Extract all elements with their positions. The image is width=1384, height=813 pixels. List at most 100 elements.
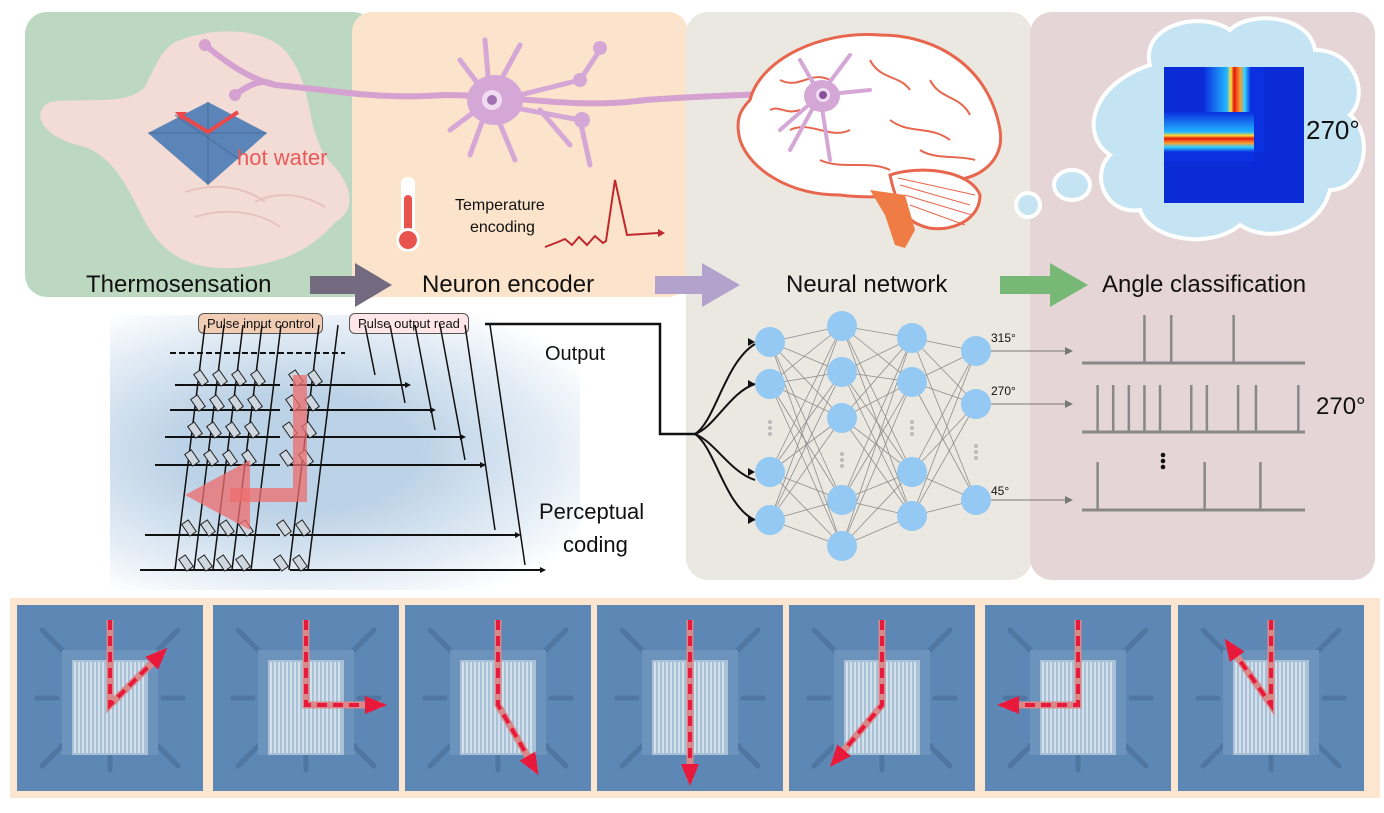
row-output-arrow [480,462,486,468]
memristor-cell [231,369,247,387]
nn-node-layer-1 [755,505,785,535]
nn-node-layer-1 [755,457,785,487]
sample-path-tile [1178,605,1364,791]
output-read-line [364,324,376,376]
output-read-line [439,324,466,461]
thermosensation-label: Thermosensation [86,271,272,298]
axon-path [199,39,816,107]
sample-path-tile [789,605,975,791]
ellipsis-dot [768,426,772,430]
neuron-cell [447,37,607,168]
nn-connection [769,341,843,501]
dashed-path [1226,620,1273,712]
ellipsis-dot [1160,458,1166,464]
nn-connection [769,417,843,521]
memristor-cell [178,554,194,572]
nn-connection [841,325,913,473]
path-arrowhead [997,696,1019,714]
nn-node-layer-3 [897,501,927,531]
memristor-cell [184,449,200,467]
flow-arrow-2 [655,263,740,307]
memristor-cell [295,519,311,537]
crossbar-column [307,324,339,571]
row-output-arrow [540,567,546,573]
dashed-path [496,620,538,771]
nn-connection [911,350,977,517]
path-highlight [230,375,307,502]
dashed-path [1003,620,1080,707]
thermal-sensor-chip [148,102,267,185]
crossbar-column [174,324,206,571]
stimulus-label: hot water [237,145,328,170]
crossbar-column [212,324,244,571]
nn-node-layer-2 [827,357,857,387]
nn-connection [841,371,913,517]
input-arrowhead [748,380,755,388]
ellipsis-dot [974,444,978,448]
ellipsis-dot [974,456,978,460]
ellipsis-dot [1160,464,1166,470]
memristor-cell [273,554,289,572]
memristor-cell [228,394,244,412]
memristor-cell [307,369,323,387]
neural-network-label: Neural network [786,271,948,298]
class-output-arrow [1065,496,1073,504]
ellipsis-dot [768,432,772,436]
memristor-cell [206,421,222,439]
chip-illustration [422,620,574,776]
input-arrowhead [748,338,755,346]
memristor-cell [235,554,251,572]
memristor-cell [244,421,260,439]
memristor-cell [292,554,308,572]
nn-node-layer-3 [897,457,927,487]
chip-illustration [997,620,1154,773]
sample-path-tile [597,605,783,791]
path-arrowhead [145,647,168,670]
nn-connection [841,337,913,501]
ellipsis-dot [974,450,978,454]
chip-illustration [806,620,958,773]
nn-node-layer-1 [755,369,785,399]
nn-connection [769,471,843,547]
nn-connection [911,337,977,501]
output-label-315: 315° [991,331,1016,345]
input-arrowhead [748,516,755,524]
ellipsis-dot [768,420,772,424]
chip-illustration [614,620,766,786]
chip-illustration [1195,620,1347,773]
crossbar-array [140,324,546,573]
memristor-cell [216,554,232,572]
path-arrowhead [681,764,699,786]
ellipsis-dot [910,426,914,430]
memristor-cell [225,421,241,439]
flow-arrow-3 [1000,263,1088,307]
memristor-cell [222,449,238,467]
memristor-cell [304,394,320,412]
nn-connection [911,350,977,473]
dashed-path [108,620,165,710]
crossbar-column [193,324,225,571]
nn-node-layer-4 [961,336,991,366]
nn-node-layer-3 [897,323,927,353]
output-read-line [414,324,436,431]
memristor-cell [219,519,235,537]
class-output-arrow [1065,400,1073,408]
chip-illustration [230,620,387,773]
nn-connection [769,325,843,521]
nn-connection [841,417,913,517]
sample-path-tile [405,605,591,791]
ellipsis-dot [1160,452,1166,458]
nn-connection [841,471,913,547]
ellipsis-dot [840,452,844,456]
path-arrowhead [1224,638,1245,662]
memristor-cell [200,519,216,537]
row-output-arrow [405,382,411,388]
row-output-arrow [515,532,521,538]
sample-path-tile [17,605,203,791]
nn-node-layer-1 [755,327,785,357]
nn-connection [911,403,977,517]
input-arrowhead [748,468,755,476]
classified-angle-label: 270° [1316,393,1366,420]
dashed-path [832,620,884,764]
pulse-output-read-box: Pulse output read [349,313,469,334]
